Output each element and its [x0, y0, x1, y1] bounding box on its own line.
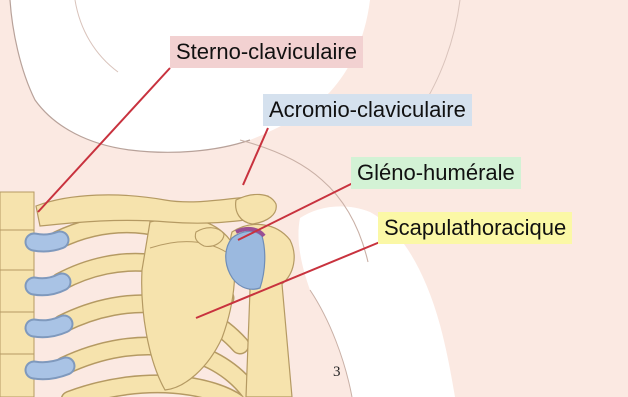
label-sterno-claviculaire: Sterno-claviculaire — [170, 36, 363, 68]
page-number: 3 — [333, 364, 341, 381]
label-scapulathoracique: Scapulathoracique — [378, 212, 572, 244]
label-gleno-humerale: Gléno-humérale — [351, 157, 521, 189]
label-acromio-claviculaire: Acromio-claviculaire — [263, 94, 472, 126]
